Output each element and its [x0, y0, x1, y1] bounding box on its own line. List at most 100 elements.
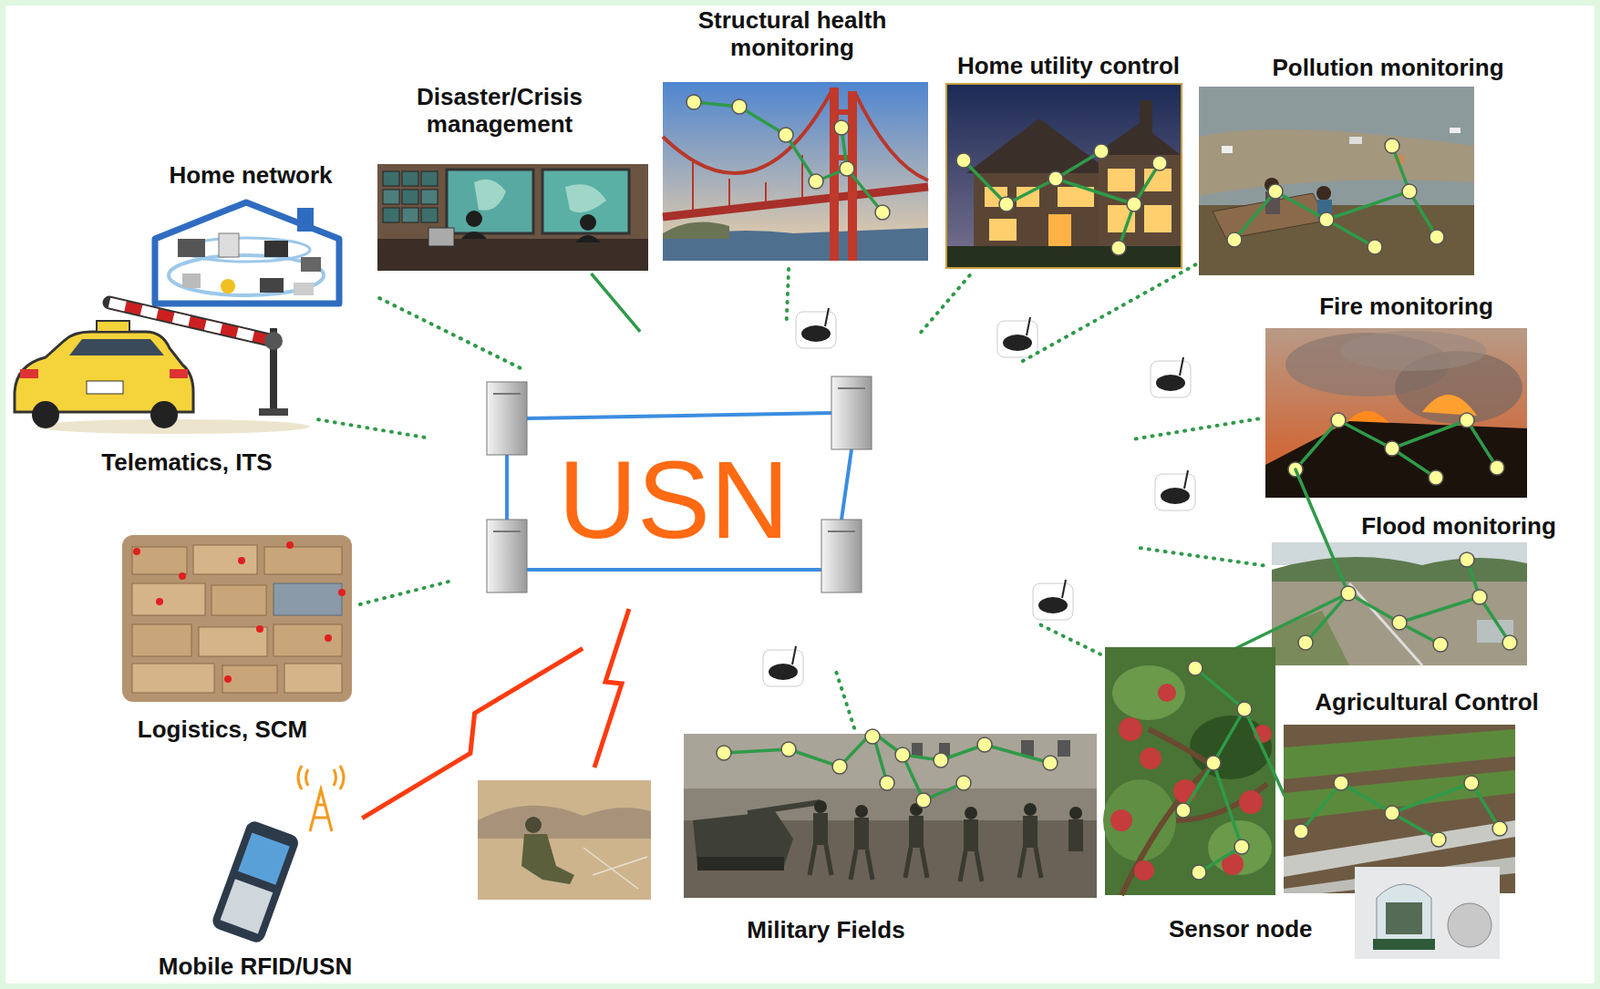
- panel-heading: Fire monitoring: [1276, 293, 1537, 321]
- server-icon: [827, 530, 856, 533]
- cloud-outline: [1066, 474, 1259, 666]
- gateway-icon: [801, 325, 831, 342]
- fire-picture: [1265, 328, 1528, 498]
- home-utility-picture: [1055, 163, 1160, 205]
- gateway-icon: [795, 311, 837, 349]
- panel-heading: Military Fields: [689, 917, 963, 945]
- cloud-outline: [332, 460, 534, 661]
- home-utility-picture: [1144, 205, 1172, 233]
- server-icon: [486, 376, 872, 593]
- flood-picture: [1341, 586, 1356, 601]
- military-picture: [781, 742, 796, 757]
- disaster-picture: [575, 235, 601, 243]
- server-links: [526, 567, 822, 572]
- sensor-node-photo: [1354, 867, 1500, 960]
- apple-tree-picture: [1110, 809, 1133, 832]
- logistics-picture: [211, 585, 267, 616]
- cloud-outline: [299, 419, 467, 593]
- server-links: [505, 454, 509, 520]
- pollution-picture: [1234, 191, 1375, 248]
- apple-tree-picture: [1207, 820, 1272, 876]
- apple-tree-picture: [1157, 683, 1177, 702]
- structural-picture: [839, 161, 855, 176]
- home-utility-picture: [946, 83, 1182, 269]
- logistics-picture: [122, 535, 352, 702]
- gateway-icon: [1026, 317, 1031, 336]
- cloud-outline: [341, 332, 1218, 698]
- server-icon: [837, 387, 866, 390]
- panel-heading: Logistics, SCM: [94, 716, 351, 744]
- pollution-picture: [1367, 239, 1383, 255]
- disaster-picture: [421, 171, 438, 186]
- radio-tower: [298, 765, 344, 790]
- military-picture: [854, 817, 869, 850]
- flood-picture: [1271, 557, 1528, 584]
- home-utility-picture: [1107, 168, 1136, 192]
- sensor-node-photo: [1447, 903, 1492, 948]
- fire-picture: [1384, 441, 1400, 456]
- structural-picture: [808, 174, 824, 189]
- gateway-icon: [1150, 361, 1191, 398]
- structural-picture: [662, 222, 730, 240]
- disaster-picture: [446, 169, 534, 234]
- sensor-node-photo: [1354, 867, 1500, 960]
- home-network-picture: [154, 202, 340, 304]
- pollution-picture: [1198, 129, 1475, 197]
- pollution-picture: [1268, 184, 1283, 199]
- disaster-picture: [382, 189, 400, 205]
- mobile-phone-picture: [210, 819, 301, 946]
- disaster-picture: [377, 164, 649, 271]
- gateway-icon: [1062, 579, 1066, 599]
- panel-heading: Mobile RFID/USN: [118, 953, 393, 981]
- logistics-picture: [284, 663, 342, 693]
- apple-tree-picture: [1176, 803, 1191, 818]
- military-picture: [1022, 815, 1038, 848]
- telematics-picture: [14, 331, 194, 413]
- gateway-icon: [792, 646, 796, 665]
- disaster-picture: [402, 189, 419, 205]
- apple-tree-picture: [1206, 755, 1221, 771]
- mobile-phone-picture: [210, 819, 301, 946]
- fire-picture: [1428, 470, 1444, 486]
- structural-picture: [693, 102, 847, 182]
- home-utility-picture: [946, 83, 1182, 269]
- gateway-icon: [1184, 470, 1188, 489]
- wireless-link: [1041, 625, 1103, 656]
- flood-picture: [1271, 581, 1528, 666]
- gateway-icon: [1002, 334, 1033, 351]
- fire-picture: [1331, 412, 1346, 428]
- telematics-picture: [264, 331, 283, 351]
- home-utility-picture: [999, 196, 1014, 212]
- structural-picture: [732, 99, 747, 114]
- application-panel: Pollution monitoring: [1198, 54, 1550, 276]
- panel-heading: Disaster/Crisis management: [371, 83, 628, 139]
- sensor-node-photo: [1372, 939, 1435, 950]
- agriculture-picture: [1333, 775, 1349, 791]
- home-network-picture: [300, 257, 321, 272]
- home-utility-picture: [1048, 214, 1072, 247]
- flood-picture: [1349, 583, 1423, 666]
- server-icon: [821, 519, 862, 593]
- logistics-picture: [178, 572, 186, 580]
- military-picture: [1057, 740, 1071, 757]
- home-utility-picture: [1139, 100, 1153, 137]
- server-icon: [486, 519, 527, 593]
- agriculture-picture: [1392, 783, 1500, 829]
- wireless-link: [786, 264, 790, 320]
- panel-heading: Pollution monitoring: [1226, 54, 1550, 83]
- apple-tree-picture: [1187, 660, 1203, 676]
- home-network-picture: [264, 240, 289, 258]
- soldier-picture: [525, 816, 542, 834]
- cloud-outline: [332, 460, 534, 661]
- telematics-picture: [20, 369, 39, 379]
- logistics-picture: [273, 624, 342, 657]
- application-panel: Fire monitoring: [1265, 293, 1537, 498]
- fire-picture: [1265, 421, 1528, 498]
- home-network-picture: [177, 238, 206, 258]
- gateway-icon: [825, 308, 829, 327]
- apple-tree-picture: [1234, 839, 1250, 855]
- military-picture: [855, 805, 868, 818]
- cloud-outline: [1066, 474, 1259, 666]
